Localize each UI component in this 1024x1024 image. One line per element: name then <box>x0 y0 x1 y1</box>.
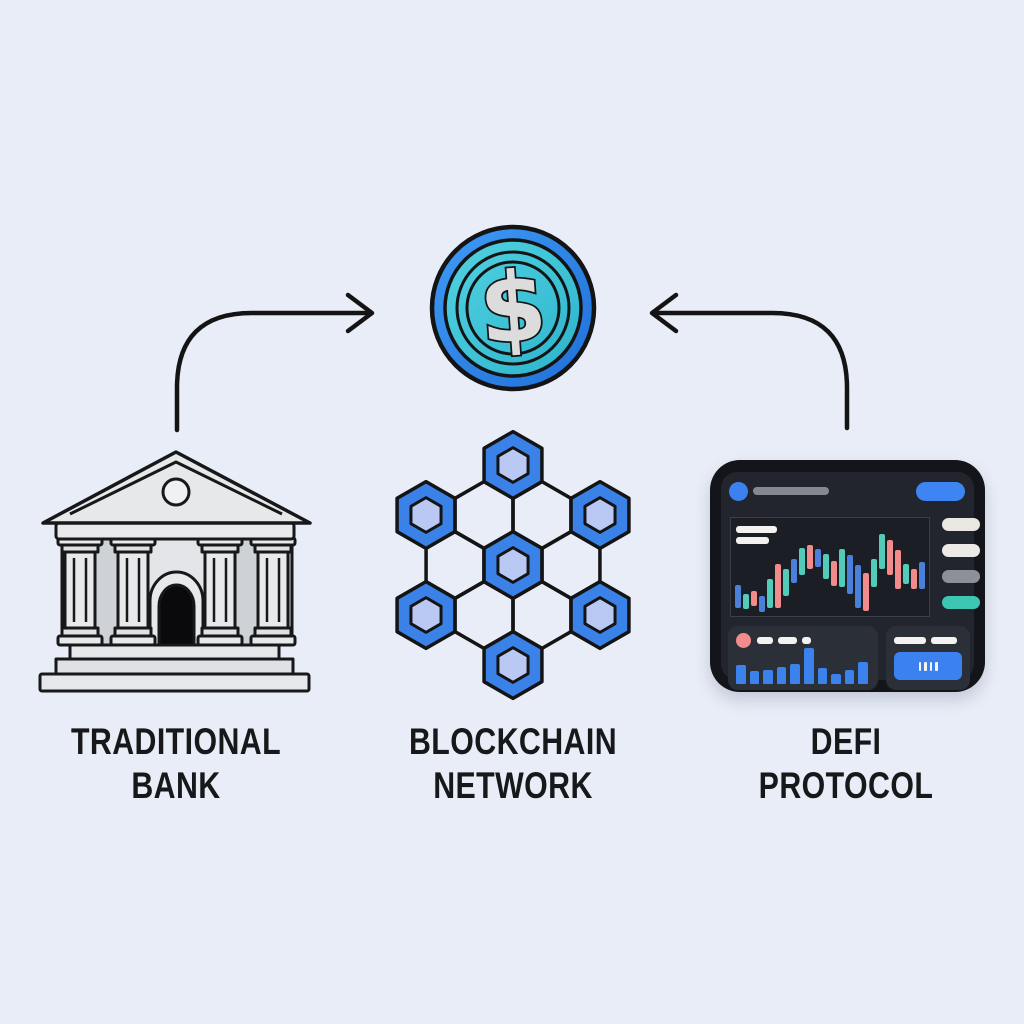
volume-bar <box>858 662 868 684</box>
text-placeholder-dash <box>778 637 797 644</box>
candle <box>807 545 813 569</box>
button-tick <box>918 661 921 671</box>
volume-bar <box>776 667 787 684</box>
candle <box>823 554 829 579</box>
bank-building-icon <box>38 450 312 693</box>
text-placeholder-dash <box>757 637 773 644</box>
volume-card <box>728 626 878 690</box>
defi-dashboard-icon <box>710 460 985 692</box>
candle <box>775 564 781 609</box>
network-node-core <box>496 446 530 484</box>
bank-step-3 <box>38 672 311 693</box>
candle <box>791 559 797 583</box>
candle <box>887 539 893 575</box>
network-node-core <box>583 496 617 534</box>
side-pill <box>942 570 980 583</box>
candle <box>735 584 741 609</box>
bank-pediment-circle <box>161 477 191 507</box>
pay-button <box>894 652 962 680</box>
candle <box>863 572 869 612</box>
title-placeholder-bar <box>753 487 829 495</box>
volume-bar <box>804 648 814 684</box>
button-tick <box>924 661 927 671</box>
volume-bar <box>736 665 746 684</box>
header-button <box>916 482 965 501</box>
bank-step-1 <box>68 643 281 661</box>
candle <box>911 569 917 589</box>
side-pill <box>942 596 980 609</box>
label-line: BANK <box>131 765 221 806</box>
pay-card <box>886 626 970 690</box>
label-line: BLOCKCHAIN <box>408 721 618 762</box>
bank-column-part <box>116 550 150 630</box>
network-node-core <box>583 596 617 634</box>
arrow-defi-to-coin <box>649 292 850 431</box>
label-blockchain-network: BLOCKCHAIN NETWORK <box>382 720 644 808</box>
network-node-core <box>496 646 530 684</box>
volume-bar <box>763 669 773 684</box>
bank-column-part <box>256 550 290 630</box>
candle <box>871 559 877 587</box>
text-placeholder-dash <box>894 637 926 644</box>
button-tick <box>935 661 938 671</box>
side-pill-buttons <box>942 518 980 622</box>
dashboard-panel <box>721 472 980 690</box>
candle <box>895 550 901 590</box>
volume-bars <box>736 648 872 684</box>
network-node-core <box>409 596 443 634</box>
volume-bar <box>831 673 841 684</box>
label-defi-protocol: DEFI PROTOCOL <box>715 720 977 808</box>
side-pill <box>942 518 980 531</box>
volume-bar <box>749 671 760 684</box>
chart-legend-bars <box>736 526 777 548</box>
text-placeholder-dash <box>931 637 957 644</box>
bank-entablature <box>54 521 296 541</box>
candle <box>815 549 821 567</box>
bank-door <box>157 583 196 647</box>
avatar-dot <box>729 482 748 501</box>
bank-columns <box>56 536 297 647</box>
side-pill <box>942 544 980 557</box>
label-line: NETWORK <box>433 765 593 806</box>
text-placeholder-dash <box>802 637 811 644</box>
candle <box>847 555 853 595</box>
candle <box>831 561 837 586</box>
blockchain-network-icon <box>395 429 631 701</box>
status-dot <box>736 633 751 648</box>
candle <box>767 578 773 609</box>
candle <box>751 590 757 607</box>
dollar-sign: $ <box>476 250 550 366</box>
candle <box>919 562 925 589</box>
candle <box>903 564 909 584</box>
label-line: DEFI <box>810 721 882 762</box>
candlestick-chart <box>730 517 930 617</box>
bank-column-part <box>63 550 97 630</box>
network-node-core <box>409 496 443 534</box>
candle <box>783 569 789 596</box>
volume-bar <box>790 663 800 684</box>
label-line: PROTOCOL <box>758 765 934 806</box>
candle <box>839 549 845 587</box>
bank-step-2 <box>54 657 295 676</box>
candle <box>855 565 861 609</box>
candle <box>743 594 749 610</box>
candle <box>879 533 885 569</box>
legend-bar <box>736 537 769 544</box>
arrow-bank-to-coin <box>174 292 375 433</box>
dollar-coin-icon: $ <box>429 224 597 392</box>
volume-bar <box>817 668 828 684</box>
candle <box>759 596 765 613</box>
candle <box>799 548 805 575</box>
label-traditional-bank: TRADITIONAL BANK <box>45 720 307 808</box>
bank-pediment-line <box>69 460 283 516</box>
legend-bar <box>736 526 777 533</box>
network-node-core <box>496 546 530 584</box>
volume-bar <box>844 669 855 684</box>
candles <box>731 518 929 616</box>
button-tick <box>929 661 932 671</box>
label-line: TRADITIONAL <box>70 721 282 762</box>
bank-column-part <box>203 550 237 630</box>
